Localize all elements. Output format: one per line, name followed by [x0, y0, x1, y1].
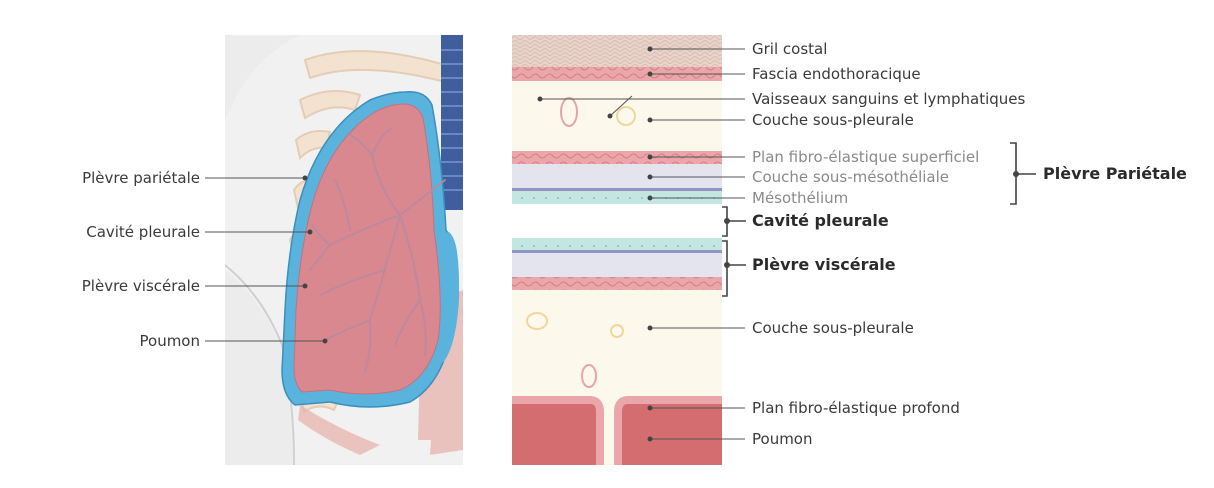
- visceral-fibroelastic-layer: [512, 277, 722, 290]
- label-endothoracic-fascia: Fascia endothoracique: [752, 65, 921, 83]
- label-submesothelial: Couche sous-mésothéliale: [752, 168, 949, 186]
- label-subpleural-top: Couche sous-pleurale: [752, 111, 914, 129]
- lung-tissue-right: [618, 400, 722, 465]
- label-visceral-pleura-left: Plèvre viscérale: [82, 277, 200, 295]
- visceral-mesothelium-layer: [512, 238, 722, 250]
- thorax-illustration: [225, 35, 463, 465]
- label-vessels: Vaisseaux sanguins et lymphatiques: [752, 90, 1025, 108]
- label-mesothelium: Mésothélium: [752, 189, 848, 207]
- label-subpleural-bottom: Couche sous-pleurale: [752, 319, 914, 337]
- label-parietal-group: Plèvre Pariétale: [1043, 165, 1187, 183]
- submesothelial-layer: [512, 164, 722, 188]
- pleural-cavity-gap: [512, 204, 722, 238]
- label-pleural-cavity-left: Cavité pleurale: [86, 223, 200, 241]
- label-pleural-cavity-right: Cavité pleurale: [752, 212, 889, 230]
- label-lung-left: Poumon: [140, 332, 201, 350]
- label-visceral-pleura-right: Plèvre viscérale: [752, 256, 896, 274]
- lung-tissue-left: [512, 400, 600, 465]
- label-rib-cage: Gril costal: [752, 40, 827, 58]
- label-superficial-fibroelastic: Plan fibro-élastique superficiel: [752, 148, 979, 166]
- label-lung-right: Poumon: [752, 430, 813, 448]
- label-parietal-pleura-left: Plèvre pariétale: [82, 169, 200, 187]
- rib-cage-layer: [512, 35, 722, 67]
- label-deep-fibroelastic: Plan fibro-élastique profond: [752, 399, 960, 417]
- visceral-submesothelial-layer: [512, 253, 722, 277]
